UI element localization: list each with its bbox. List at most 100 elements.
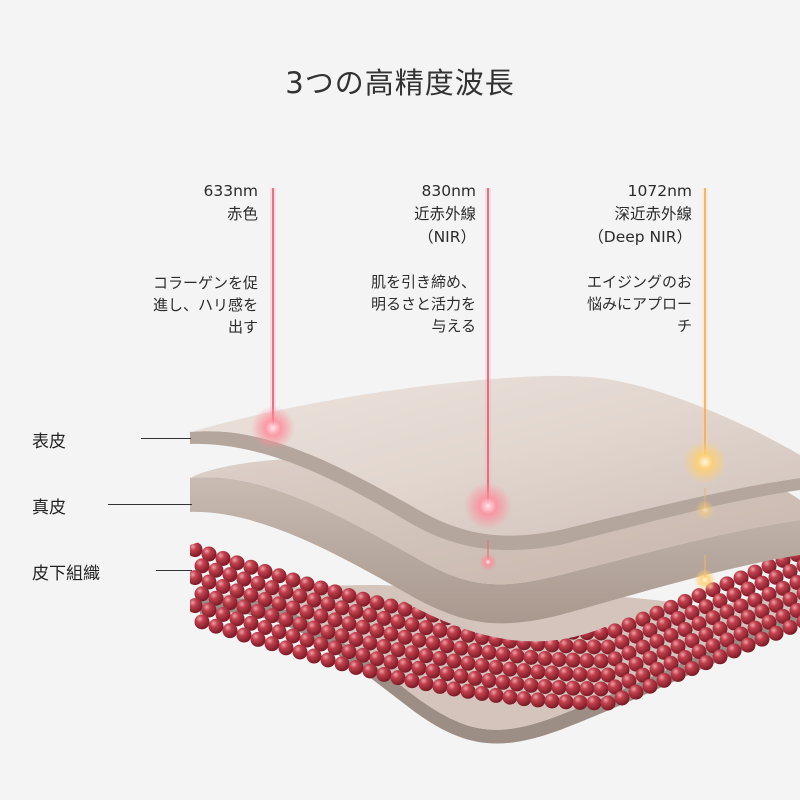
fat-cell bbox=[271, 568, 287, 584]
fat-cell bbox=[404, 617, 420, 633]
fat-cell bbox=[446, 625, 462, 641]
fat-cell bbox=[194, 614, 210, 630]
fat-cell bbox=[621, 645, 637, 661]
fat-cell bbox=[320, 624, 336, 640]
glow-point-icon bbox=[464, 482, 512, 530]
fat-cell bbox=[572, 666, 588, 682]
fat-cell bbox=[341, 644, 357, 660]
fat-cell bbox=[719, 632, 735, 648]
fat-cell bbox=[257, 564, 273, 580]
fat-cell bbox=[397, 601, 413, 617]
fat-cell bbox=[390, 642, 406, 658]
glow-point-icon bbox=[683, 440, 727, 484]
fat-cell bbox=[691, 588, 707, 604]
fat-cell bbox=[222, 567, 238, 583]
fat-cell bbox=[313, 636, 329, 652]
fat-cell bbox=[390, 614, 406, 630]
fat-cell bbox=[334, 656, 350, 672]
fat-cell bbox=[558, 666, 574, 682]
fat-cell bbox=[306, 648, 322, 664]
fat-cell bbox=[586, 639, 602, 655]
layer-label-epidermis: 表皮 bbox=[32, 432, 66, 452]
fat-cell bbox=[390, 670, 406, 686]
fat-cell bbox=[341, 588, 357, 604]
fat-cell bbox=[215, 550, 231, 566]
fat-cell bbox=[754, 603, 770, 619]
fat-cell bbox=[677, 650, 693, 665]
fat-cell bbox=[621, 617, 637, 633]
fat-cell bbox=[698, 599, 714, 615]
fat-cell bbox=[334, 628, 350, 644]
fat-cell bbox=[397, 657, 413, 673]
fat-cell bbox=[621, 673, 637, 689]
fat-cell bbox=[425, 663, 441, 679]
fat-cell bbox=[383, 598, 399, 614]
fat-cell bbox=[320, 596, 336, 612]
fat-cell bbox=[355, 591, 371, 607]
fat-cell bbox=[327, 612, 343, 628]
fat-cell bbox=[348, 631, 364, 647]
fat-cell bbox=[726, 615, 742, 631]
fat-cell bbox=[691, 616, 707, 632]
fat-cell bbox=[432, 678, 448, 694]
wavelength-1072: 1072nm 深近赤外線 （Deep NIR） エイジングのお 悩みにアプロー … bbox=[522, 180, 692, 337]
fat-cell bbox=[768, 625, 784, 641]
glow-point-icon bbox=[694, 569, 716, 591]
beam-633nm bbox=[251, 188, 295, 450]
fat-cell bbox=[190, 598, 203, 614]
wavelength-name: 赤色 bbox=[226, 205, 258, 223]
fat-cell bbox=[320, 652, 336, 668]
fat-cell bbox=[558, 694, 574, 710]
wavelength-830: 830nm 近赤外線 （NIR） 肌を引き締め、 明るさと活力を 与える bbox=[306, 180, 476, 337]
fat-cell bbox=[285, 600, 301, 616]
fat-cell bbox=[313, 580, 329, 596]
fat-cell bbox=[628, 656, 644, 672]
fat-cell bbox=[663, 627, 679, 643]
fat-cell bbox=[677, 594, 693, 609]
fat-cell bbox=[516, 663, 532, 679]
fat-cell bbox=[747, 592, 763, 608]
fat-cell bbox=[278, 612, 294, 628]
fat-cell bbox=[201, 546, 217, 562]
fat-cell bbox=[460, 655, 476, 671]
fat-cell bbox=[397, 629, 413, 645]
fat-cell bbox=[432, 650, 448, 666]
fat-cell bbox=[474, 685, 490, 701]
fat-cell bbox=[600, 667, 616, 683]
layer-label-subcutaneous: 皮下組織 bbox=[32, 564, 100, 584]
fat-cell bbox=[229, 611, 245, 627]
fat-cell bbox=[530, 692, 546, 708]
fat-cell bbox=[292, 644, 308, 660]
wavelength-abbr: （Deep NIR） bbox=[588, 228, 692, 246]
fat-cell bbox=[467, 642, 483, 658]
fat-cell bbox=[418, 648, 434, 664]
fat-cell bbox=[572, 638, 588, 654]
fat-cell bbox=[404, 645, 420, 661]
fat-cell bbox=[628, 684, 644, 700]
fat-cell bbox=[264, 580, 280, 596]
fat-cell bbox=[313, 608, 329, 624]
fat-cell bbox=[509, 648, 525, 664]
fat-cell bbox=[761, 614, 777, 630]
fat-cell bbox=[768, 569, 784, 585]
fat-cell bbox=[201, 602, 217, 618]
wavelength-description: 肌を引き締め、 明るさと活力を 与える bbox=[370, 273, 476, 335]
fat-cell bbox=[782, 619, 798, 635]
fat-cell bbox=[418, 620, 434, 636]
glow-point-icon bbox=[251, 406, 295, 450]
fat-cell bbox=[614, 690, 630, 706]
wavelength-value: 1072nm bbox=[627, 182, 692, 200]
leader-line-subcutaneous bbox=[156, 570, 192, 571]
fat-cell bbox=[635, 667, 651, 683]
fat-cell bbox=[733, 570, 749, 586]
wavelength-633: 633nm 赤色 コラーゲンを促 進し、ハリ感を 出す bbox=[88, 180, 258, 338]
fat-cell bbox=[257, 620, 273, 636]
fat-cell bbox=[656, 616, 672, 632]
wavelength-name: 近赤外線 bbox=[413, 205, 476, 223]
fat-cell bbox=[551, 679, 567, 695]
fat-cell bbox=[719, 604, 735, 620]
fat-cell bbox=[341, 616, 357, 632]
fat-cell bbox=[586, 667, 602, 683]
fat-cell bbox=[740, 637, 756, 653]
fat-cell bbox=[586, 695, 602, 711]
